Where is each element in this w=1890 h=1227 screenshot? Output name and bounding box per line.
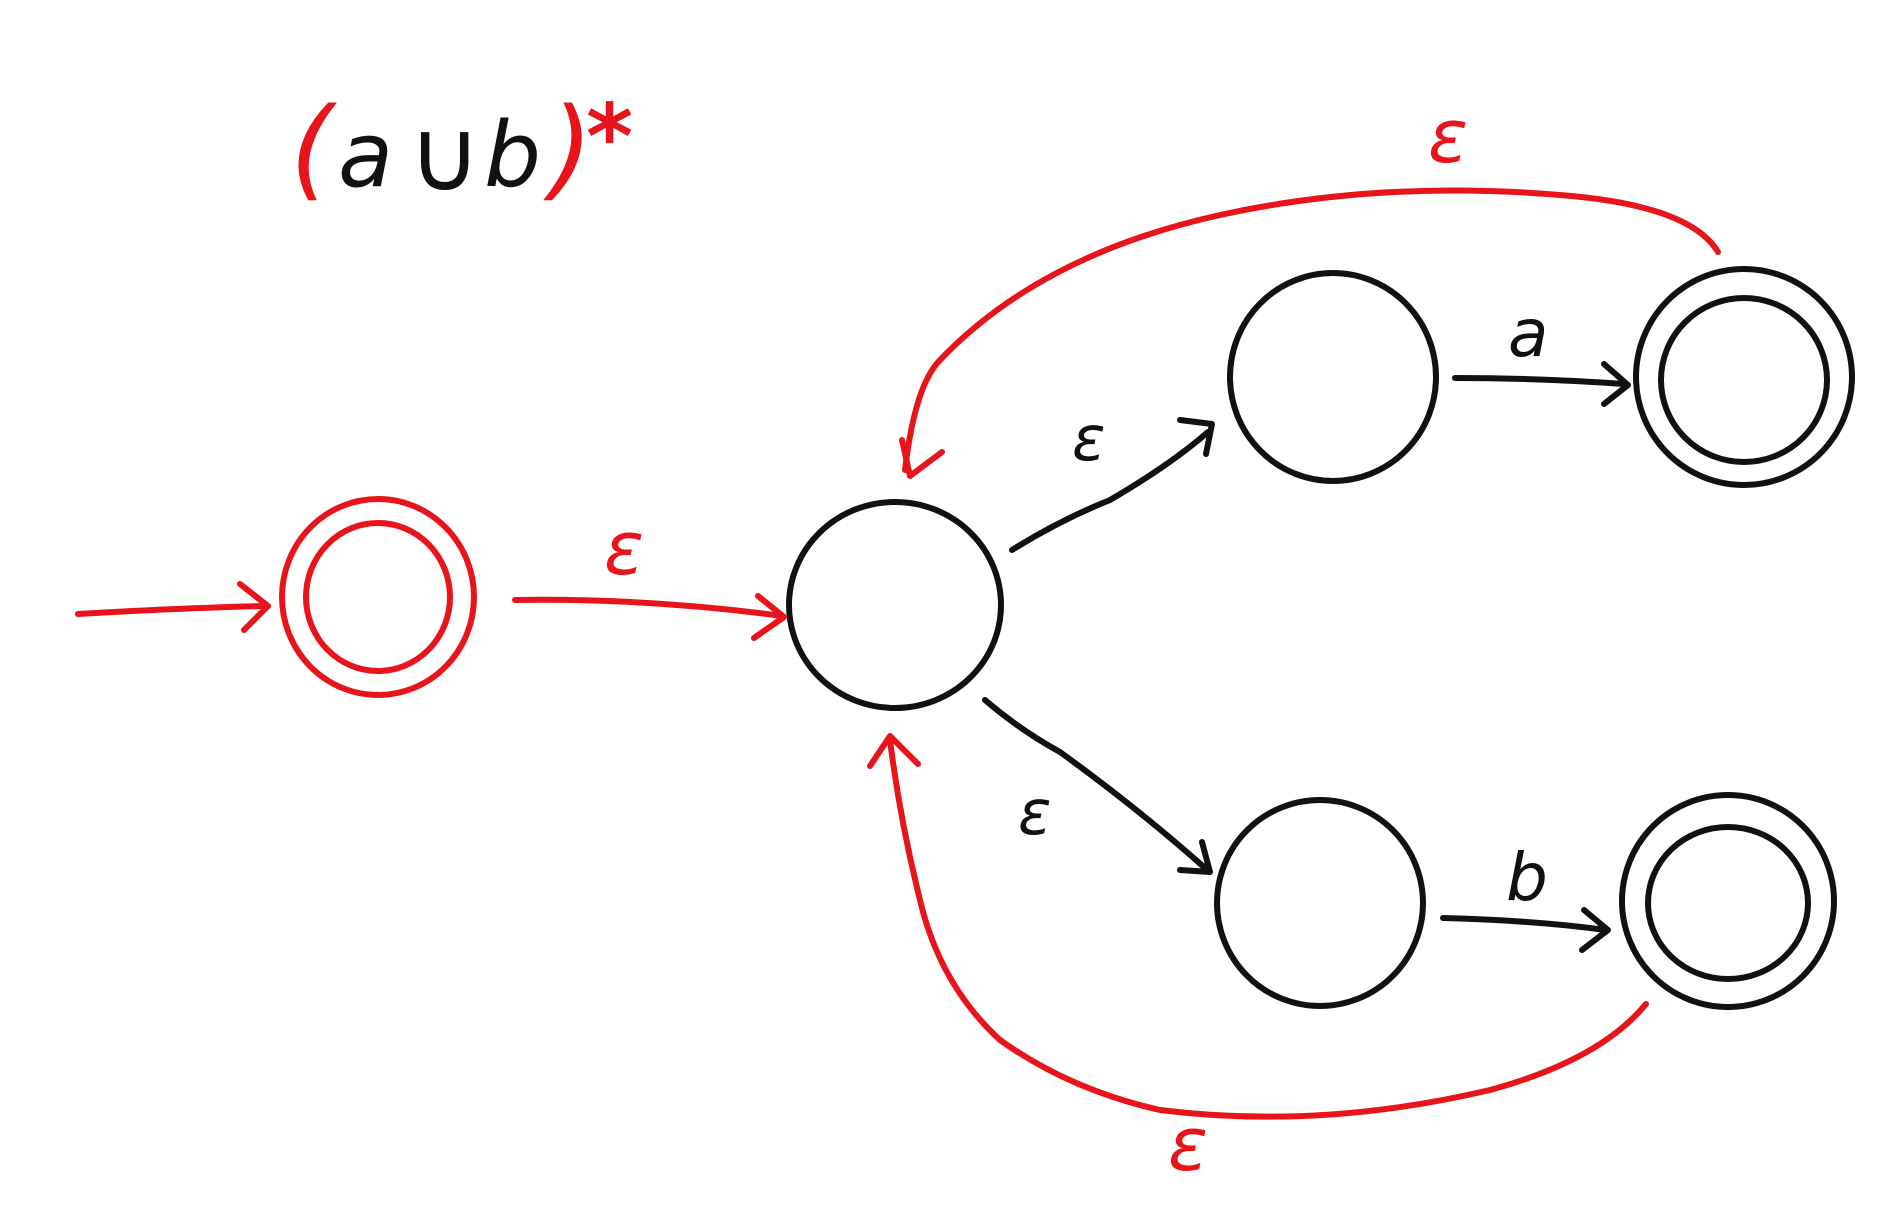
state-b-accept <box>1619 792 1837 1010</box>
title-b: b <box>484 103 541 208</box>
title-a: a <box>338 103 393 208</box>
state-start <box>279 496 477 698</box>
regex-title: ( a ∪ b ) * <box>290 84 633 214</box>
edge-a-in-to-a-accept: a <box>1452 295 1631 407</box>
start-arrow <box>75 581 271 633</box>
edge-label-hub-to-a-in: ε <box>1072 402 1106 475</box>
edge-label-a-in-to-a-accept: a <box>1508 295 1548 372</box>
edge-label-b-in-to-b-accept: b <box>1506 839 1548 916</box>
edge-hub-to-a-in: ε <box>1009 402 1215 553</box>
state-a-accept <box>1633 266 1855 488</box>
title-open-paren: ( <box>290 84 337 212</box>
edge-label-hub-to-b-in: ε <box>1018 776 1052 849</box>
title-union: ∪ <box>408 97 481 214</box>
edge-label-a-accept-to-hub: ε <box>1428 94 1468 180</box>
edge-hub-to-b-in: ε <box>982 697 1213 875</box>
edge-label-start-to-hub: ε <box>604 506 644 592</box>
title-star: * <box>586 85 633 190</box>
edge-start-to-hub: ε <box>512 506 787 641</box>
edge-a-accept-to-hub: ε <box>899 94 1721 479</box>
title-close-paren: ) <box>543 84 593 212</box>
state-hub <box>786 499 1004 711</box>
state-a-in <box>1227 270 1439 484</box>
edge-label-b-accept-to-hub: ε <box>1168 1102 1208 1188</box>
edge-b-in-to-b-accept: b <box>1440 839 1611 953</box>
state-b-in <box>1214 797 1426 1009</box>
edge-b-accept-to-hub: ε <box>867 733 1649 1188</box>
